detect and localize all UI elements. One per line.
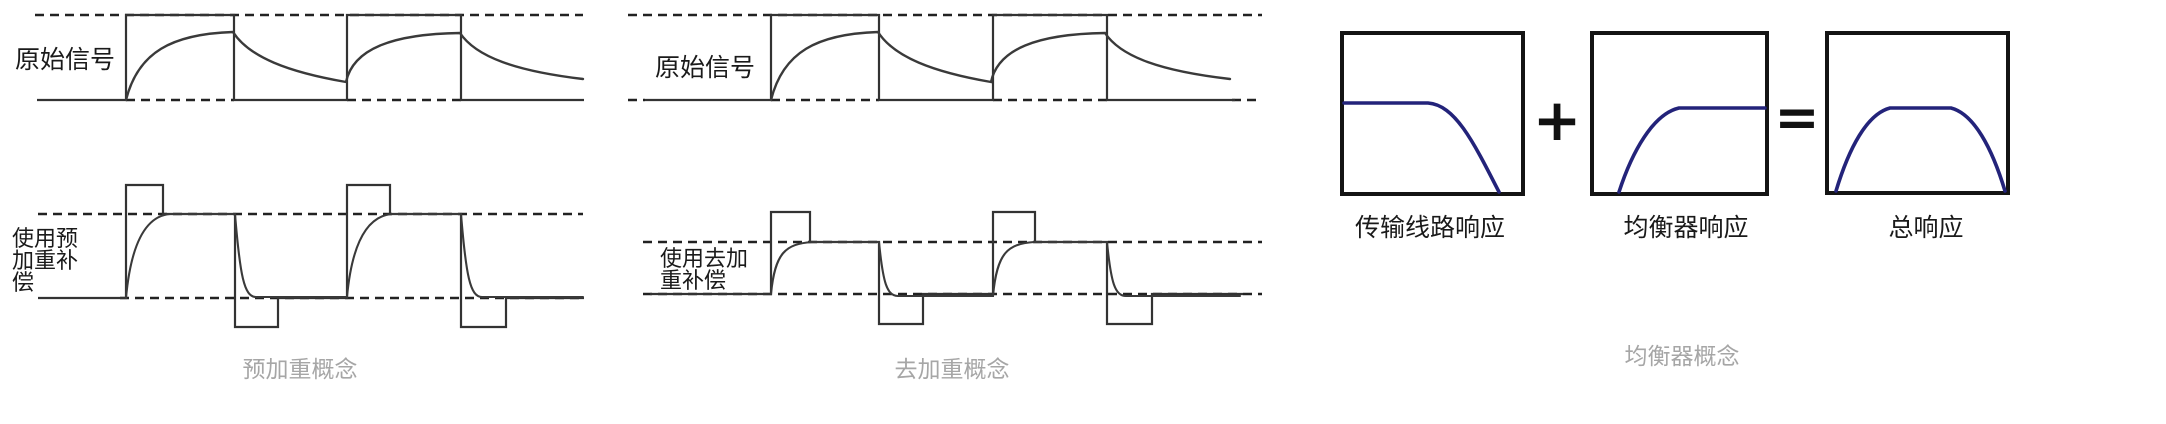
pre-emphasized-response-curve xyxy=(124,212,585,300)
plus-operator: + xyxy=(1533,86,1582,154)
de-original-signal-label: 原始信号 xyxy=(655,53,755,82)
pre-comp-label-line1: 使用预 xyxy=(12,227,78,252)
equalizer-response-label: 均衡器响应 xyxy=(1623,213,1748,242)
de-emphasized-response-curve xyxy=(769,240,1242,298)
equalizer-response-curve xyxy=(1617,106,1767,194)
pre-emphasized-square-wave xyxy=(38,183,584,329)
de-emphasized-square-wave xyxy=(650,210,1243,326)
pre-original-square-wave xyxy=(37,13,584,102)
de-emphasis-panel: 原始信号 使用去加 重补偿 去加重概念 xyxy=(628,13,1262,383)
de-original-square-wave xyxy=(645,13,1235,102)
equalizer-response-box xyxy=(1590,31,1769,196)
transmission-line-response-label: 传输线路响应 xyxy=(1355,213,1505,242)
equals-operator: = xyxy=(1774,86,1819,149)
pre-comp-label-line2: 加重补 xyxy=(12,249,78,274)
total-response-box xyxy=(1825,31,2010,195)
total-response-curve xyxy=(1834,106,2007,193)
transmission-line-response-box xyxy=(1340,31,1525,196)
de-comp-label-line2: 重补偿 xyxy=(660,269,726,294)
de-emphasis-caption: 去加重概念 xyxy=(895,357,1010,383)
transmission-line-response-curve xyxy=(1342,101,1501,194)
pre-emphasis-panel: 原始信号 使用预 加重补 偿 预加重概念 xyxy=(12,13,585,383)
total-response-label: 总响应 xyxy=(1888,213,1963,242)
pre-original-signal-label: 原始信号 xyxy=(15,45,115,74)
pre-original-rc-curve xyxy=(124,30,585,102)
pre-comp-label-line3: 偿 xyxy=(12,271,34,296)
equalizer-caption: 均衡器概念 xyxy=(1625,344,1740,370)
pre-emphasis-caption: 预加重概念 xyxy=(243,357,358,383)
de-comp-label-line1: 使用去加 xyxy=(660,247,748,272)
de-original-rc-curve xyxy=(769,30,1232,102)
equalizer-panel: + = 传输线路响应 均衡器响应 总响应 均衡器概念 xyxy=(1340,31,2010,370)
